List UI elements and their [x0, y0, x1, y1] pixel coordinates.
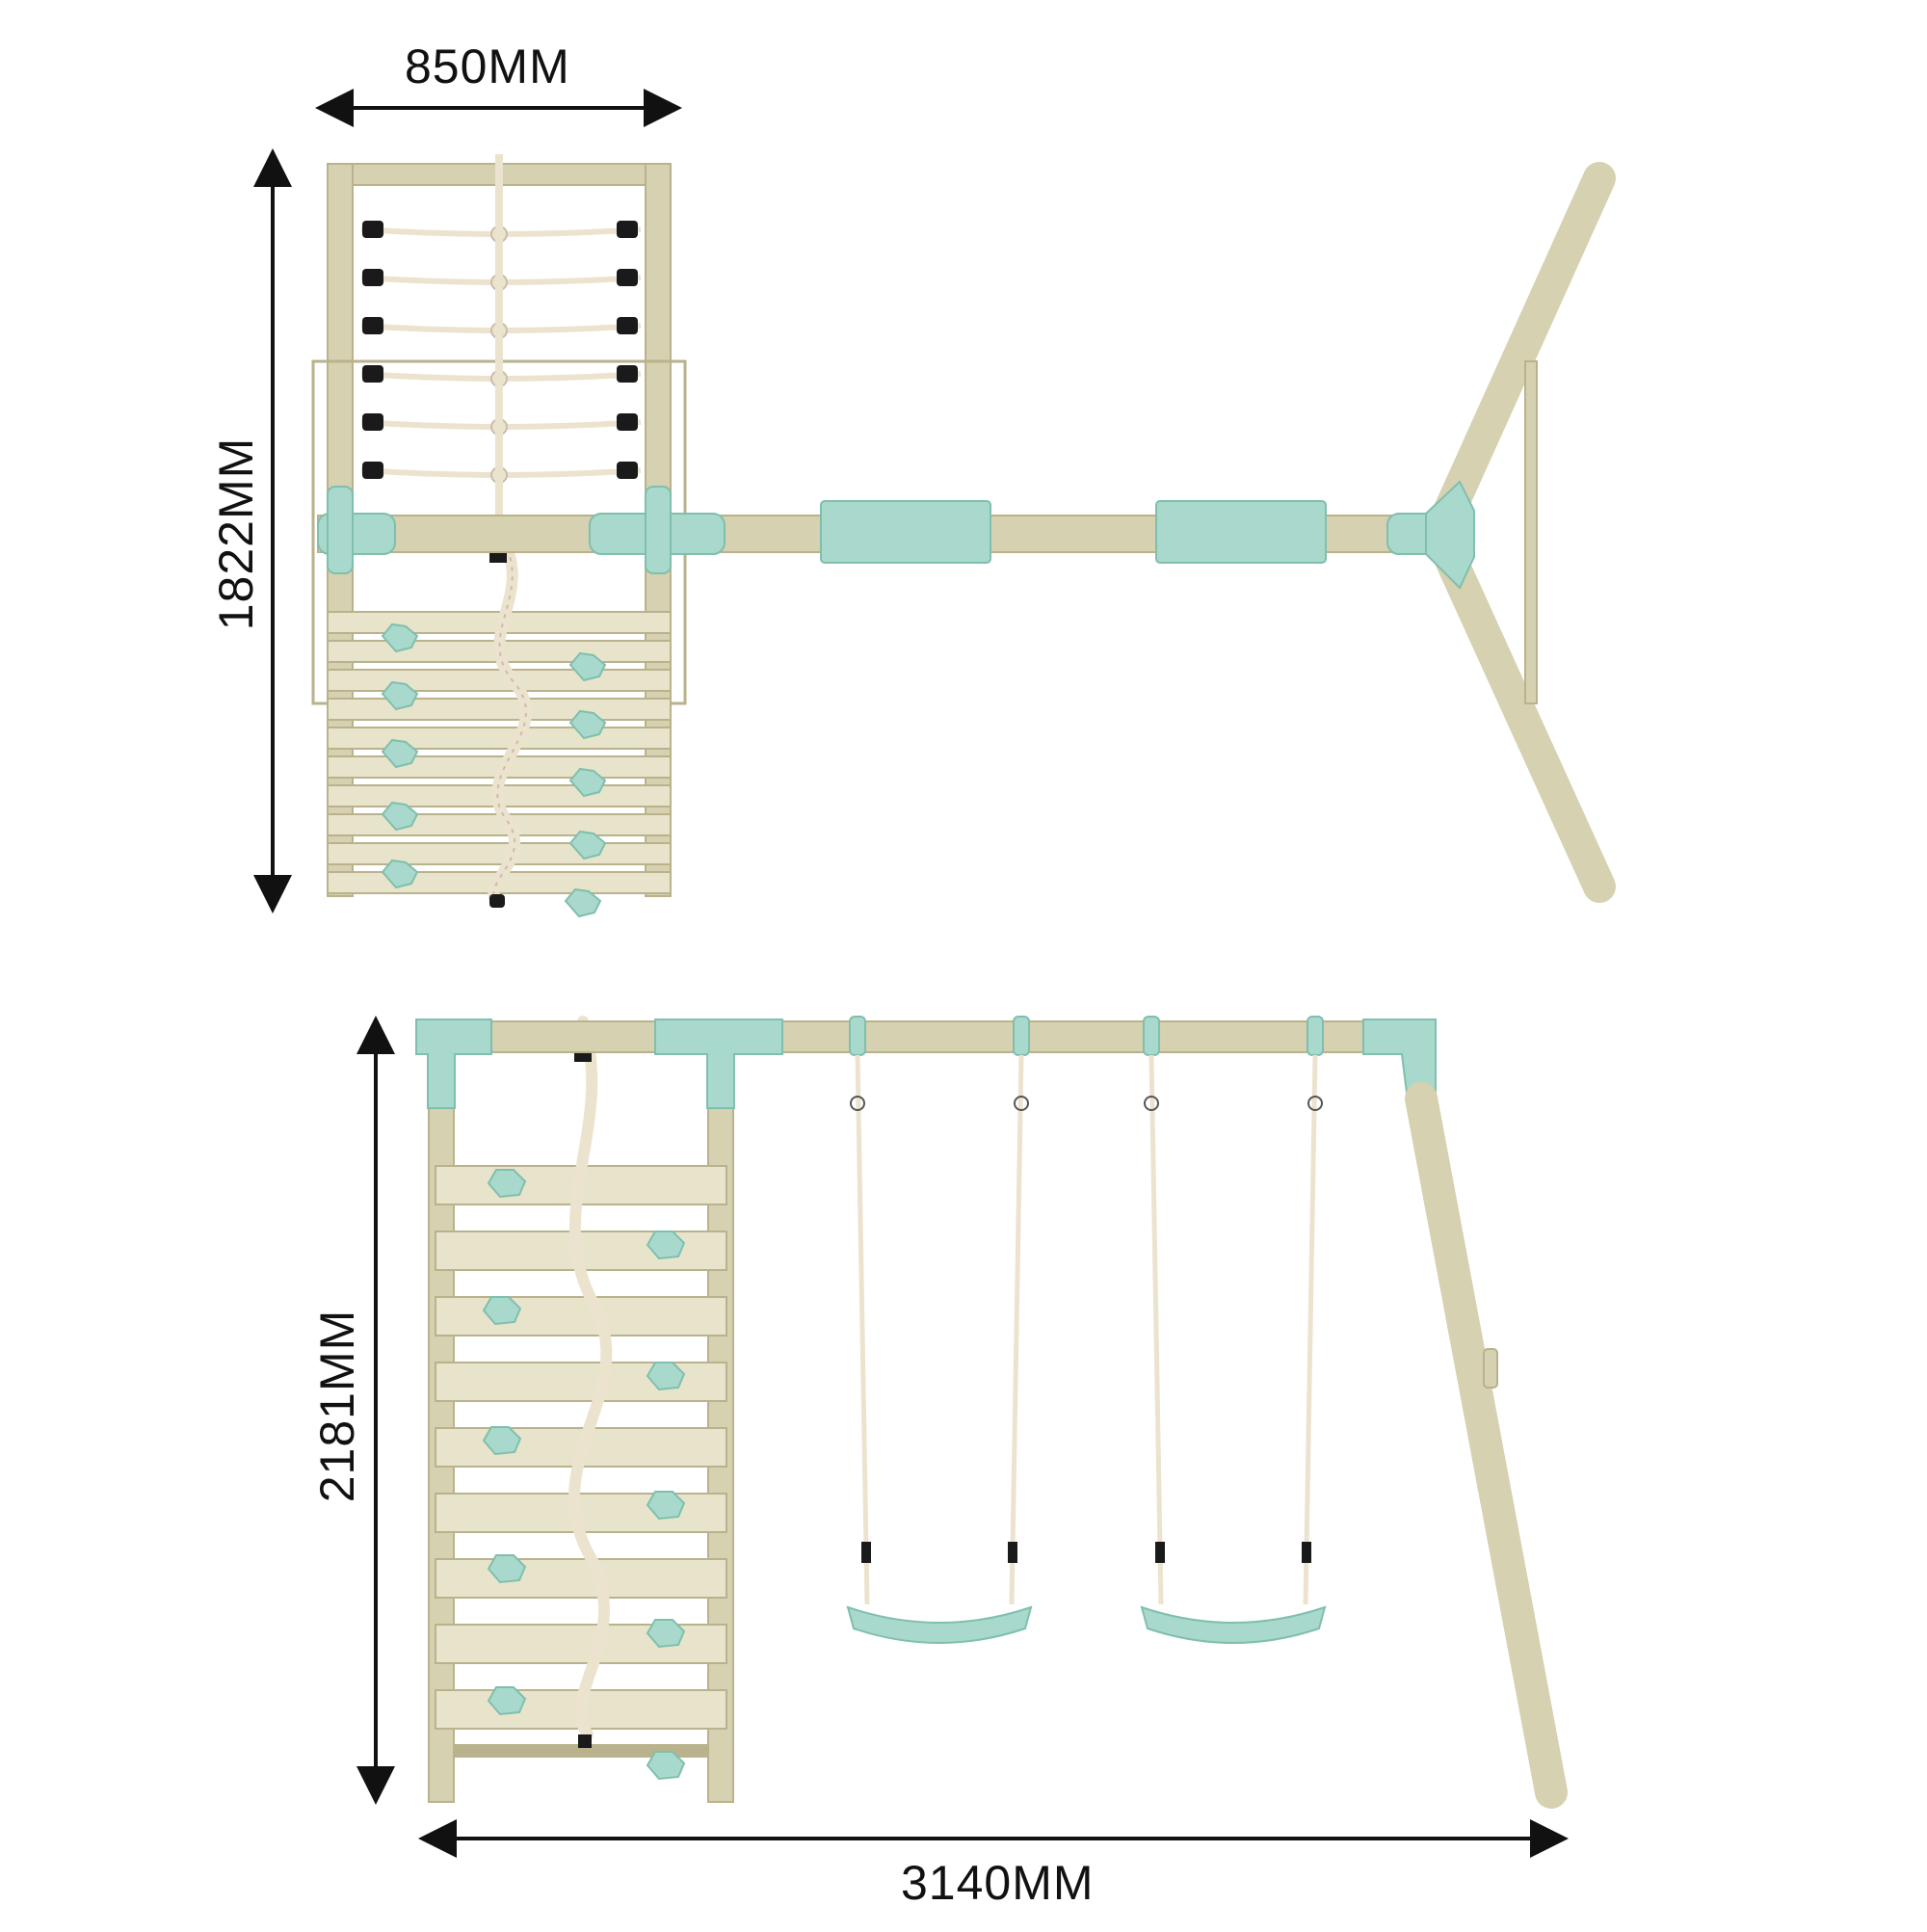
swing-rope-sleeve: [1008, 1542, 1017, 1563]
swing-hook: [1013, 1016, 1030, 1056]
front-climbing-hold: [482, 1426, 522, 1456]
climbing-hold: [564, 887, 602, 918]
rung-clamp-left: [362, 365, 383, 383]
climbing-hold: [381, 680, 419, 711]
top-swing-hanger-2: [1155, 500, 1327, 564]
top-a-frame-leg-upper: [1429, 162, 1616, 537]
rung-clamp-right: [617, 317, 638, 334]
front-left-corner-bracket: [415, 1019, 492, 1109]
climbing-hold: [568, 830, 607, 860]
climbing-hold: [568, 651, 607, 682]
swing-ring: [1014, 1096, 1029, 1111]
swing-rope-right: [1303, 1054, 1318, 1605]
swing-ring: [850, 1096, 865, 1111]
front-climbing-hold: [646, 1231, 686, 1260]
rung-clamp-left: [362, 462, 383, 479]
climbing-hold: [381, 738, 419, 769]
top-a-frame-crossbar: [1524, 360, 1538, 704]
wall-plank: [327, 842, 672, 865]
swing-ring: [1144, 1096, 1159, 1111]
front-climbing-hold: [646, 1751, 686, 1781]
front-view: [356, 1016, 1569, 1858]
front-wall-base: [453, 1744, 708, 1758]
swing-ring: [1307, 1096, 1323, 1111]
rung-clamp-right: [617, 413, 638, 431]
swings: [846, 1016, 1327, 1644]
front-right-post: [707, 1040, 734, 1803]
swing-hook: [849, 1016, 866, 1056]
front-climbing-hold: [487, 1686, 527, 1716]
top-swing-hanger-1: [820, 500, 991, 564]
swing-seat: [1140, 1605, 1327, 1644]
front-t-bracket: [654, 1019, 783, 1109]
rung-clamp-right: [617, 365, 638, 383]
front-climbing-rope: [568, 1016, 613, 1740]
climbing-hold: [568, 709, 607, 740]
front-height-label: 2181MM: [310, 1309, 364, 1503]
front-wall-plank: [435, 1296, 727, 1337]
swing-rope-sleeve: [861, 1542, 871, 1563]
top-a-frame-corner-bracket: [1425, 480, 1475, 590]
top-climbing-rope-shadow: [492, 539, 527, 902]
front-climbing-hold: [487, 1169, 527, 1199]
swing-rope-left: [855, 1054, 870, 1605]
front-climbing-hold: [646, 1491, 686, 1521]
swing-rope-right: [1009, 1054, 1024, 1605]
rung-clamp-right: [617, 269, 638, 286]
wall-plank: [327, 669, 672, 692]
climbing-hold: [381, 801, 419, 832]
front-wall-plank: [435, 1558, 727, 1599]
swing-hook: [1143, 1016, 1160, 1056]
rung-clamp-left: [362, 269, 383, 286]
rung-clamp-left: [362, 317, 383, 334]
top-depth-label: 1822MM: [209, 437, 263, 631]
front-climbing-hold: [487, 1554, 527, 1584]
front-width-label: 3140MM: [901, 1856, 1095, 1910]
top-width-label: 850MM: [405, 40, 570, 93]
top-left-post-cap: [327, 486, 354, 574]
rung-clamp-right: [617, 462, 638, 479]
rung-clamp-left: [362, 221, 383, 238]
swing-hook: [1307, 1016, 1324, 1056]
front-left-post: [428, 1040, 455, 1803]
rung-clamp-right: [617, 221, 638, 238]
climbing-hold: [568, 767, 607, 798]
front-wall-plank: [435, 1362, 727, 1402]
front-climbing-hold: [646, 1362, 686, 1391]
front-top-beam: [423, 1020, 1437, 1053]
top-right-post-cap: [645, 486, 672, 574]
climbing-hold: [381, 622, 419, 653]
front-a-frame-leg: [1405, 1082, 1568, 1809]
top-rope-end-clamp: [489, 894, 505, 908]
wall-plank: [327, 727, 672, 750]
rung-clamp-left: [362, 413, 383, 431]
swing-rope-sleeve: [1155, 1542, 1165, 1563]
swing-rope-left: [1148, 1054, 1164, 1605]
top-view: [253, 89, 1616, 918]
front-rope-end-clamp: [578, 1734, 592, 1748]
wall-plank: [327, 698, 672, 721]
swing-seat: [846, 1605, 1033, 1644]
front-climbing-hold: [646, 1619, 686, 1649]
climbing-hold: [381, 859, 419, 889]
front-leg-brace: [1483, 1348, 1498, 1389]
front-climbing-hold: [482, 1296, 522, 1326]
swing-rope-sleeve: [1302, 1542, 1311, 1563]
top-climbing-wall: [327, 611, 672, 918]
top-a-frame-leg-lower: [1429, 531, 1616, 903]
